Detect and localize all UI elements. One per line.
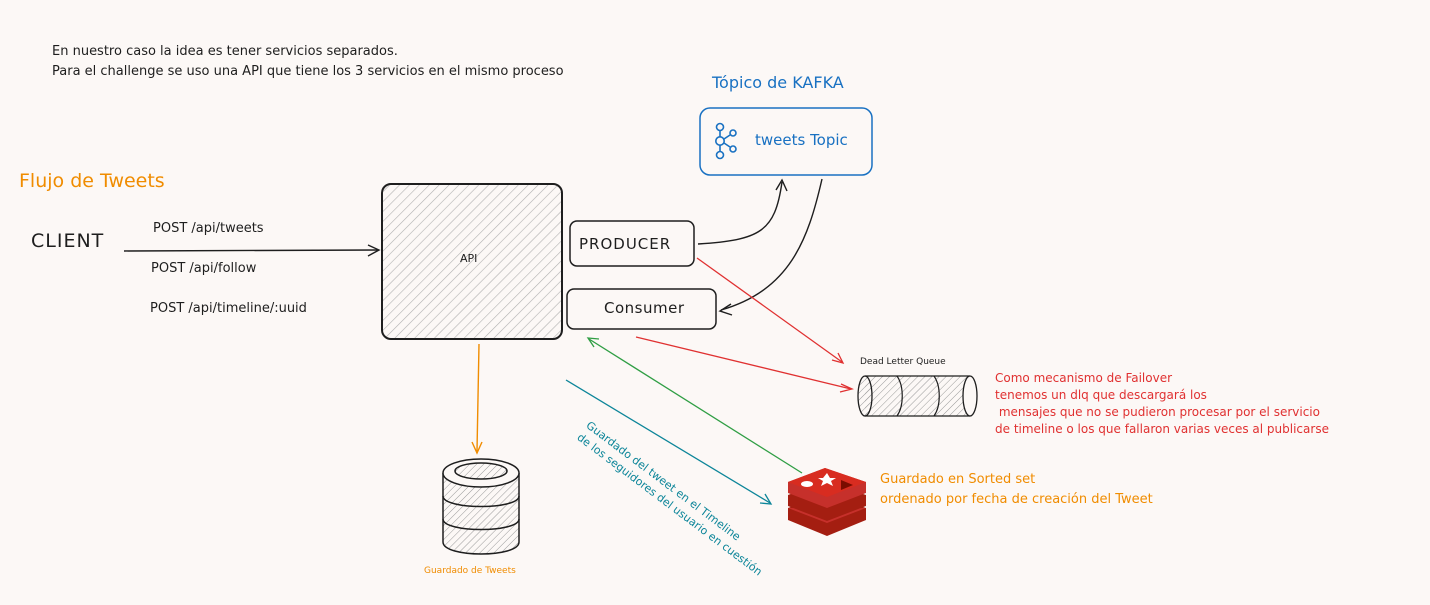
- api-to-database-arrow: [471, 343, 483, 455]
- producer-box[interactable]: [569, 220, 695, 267]
- flow-title: Flujo de Tweets: [19, 170, 165, 192]
- api-box[interactable]: [381, 183, 563, 340]
- intro-text: En nuestro caso la idea es tener servici…: [52, 42, 564, 82]
- intro-line-2: Para el challenge se uso una API que tie…: [52, 64, 564, 79]
- dlq-note-line: tenemos un dlq que descargará los: [995, 388, 1207, 402]
- kafka-title: Tópico de KAFKA: [712, 73, 844, 92]
- kafka-topic-label: tweets Topic: [755, 131, 848, 149]
- producer-to-kafka-arrow: [697, 178, 788, 245]
- dlq-note-line: de timeline o los que fallaron varias ve…: [995, 422, 1329, 436]
- client-to-api-arrow: [123, 244, 381, 257]
- redis-icon: [788, 468, 866, 536]
- dlq-label: Dead Letter Queue: [860, 357, 946, 367]
- dlq-queue-icon: [857, 375, 978, 417]
- consumer-label: Consumer: [604, 299, 685, 317]
- intro-line-1: En nuestro caso la idea es tener servici…: [52, 44, 398, 59]
- kafka-topic-box[interactable]: [699, 107, 873, 176]
- redis-note: Guardado en Sorted set ordenado por fech…: [880, 470, 1153, 510]
- redis-note-line: ordenado por fecha de creación del Tweet: [880, 492, 1153, 507]
- consumer-box[interactable]: [566, 288, 717, 330]
- dlq-note: Como mecanismo de Failover tenemos un dl…: [995, 370, 1329, 438]
- dlq-note-line: Como mecanismo de Failover: [995, 371, 1173, 385]
- kafka-to-consumer-arrow: [718, 178, 823, 316]
- api-label: API: [460, 252, 478, 265]
- database-icon: [442, 458, 520, 555]
- producer-to-dlq-arrow: [696, 257, 845, 365]
- client-label: CLIENT: [31, 230, 105, 252]
- endpoint-tweets: POST /api/tweets: [153, 221, 264, 236]
- kafka-icon: [714, 122, 737, 160]
- redis-to-api-arrow: [586, 337, 803, 474]
- api-to-redis-arrow: [565, 379, 773, 505]
- dlq-note-line: mensajes que no se pudieron procesar por…: [995, 405, 1320, 419]
- producer-label: PRODUCER: [579, 235, 672, 253]
- redis-note-line: Guardado en Sorted set: [880, 472, 1036, 487]
- endpoint-timeline: POST /api/timeline/:uuid: [150, 301, 307, 316]
- consumer-to-dlq-arrow: [635, 336, 854, 393]
- endpoint-follow: POST /api/follow: [151, 261, 257, 276]
- database-label: Guardado de Tweets: [424, 566, 516, 576]
